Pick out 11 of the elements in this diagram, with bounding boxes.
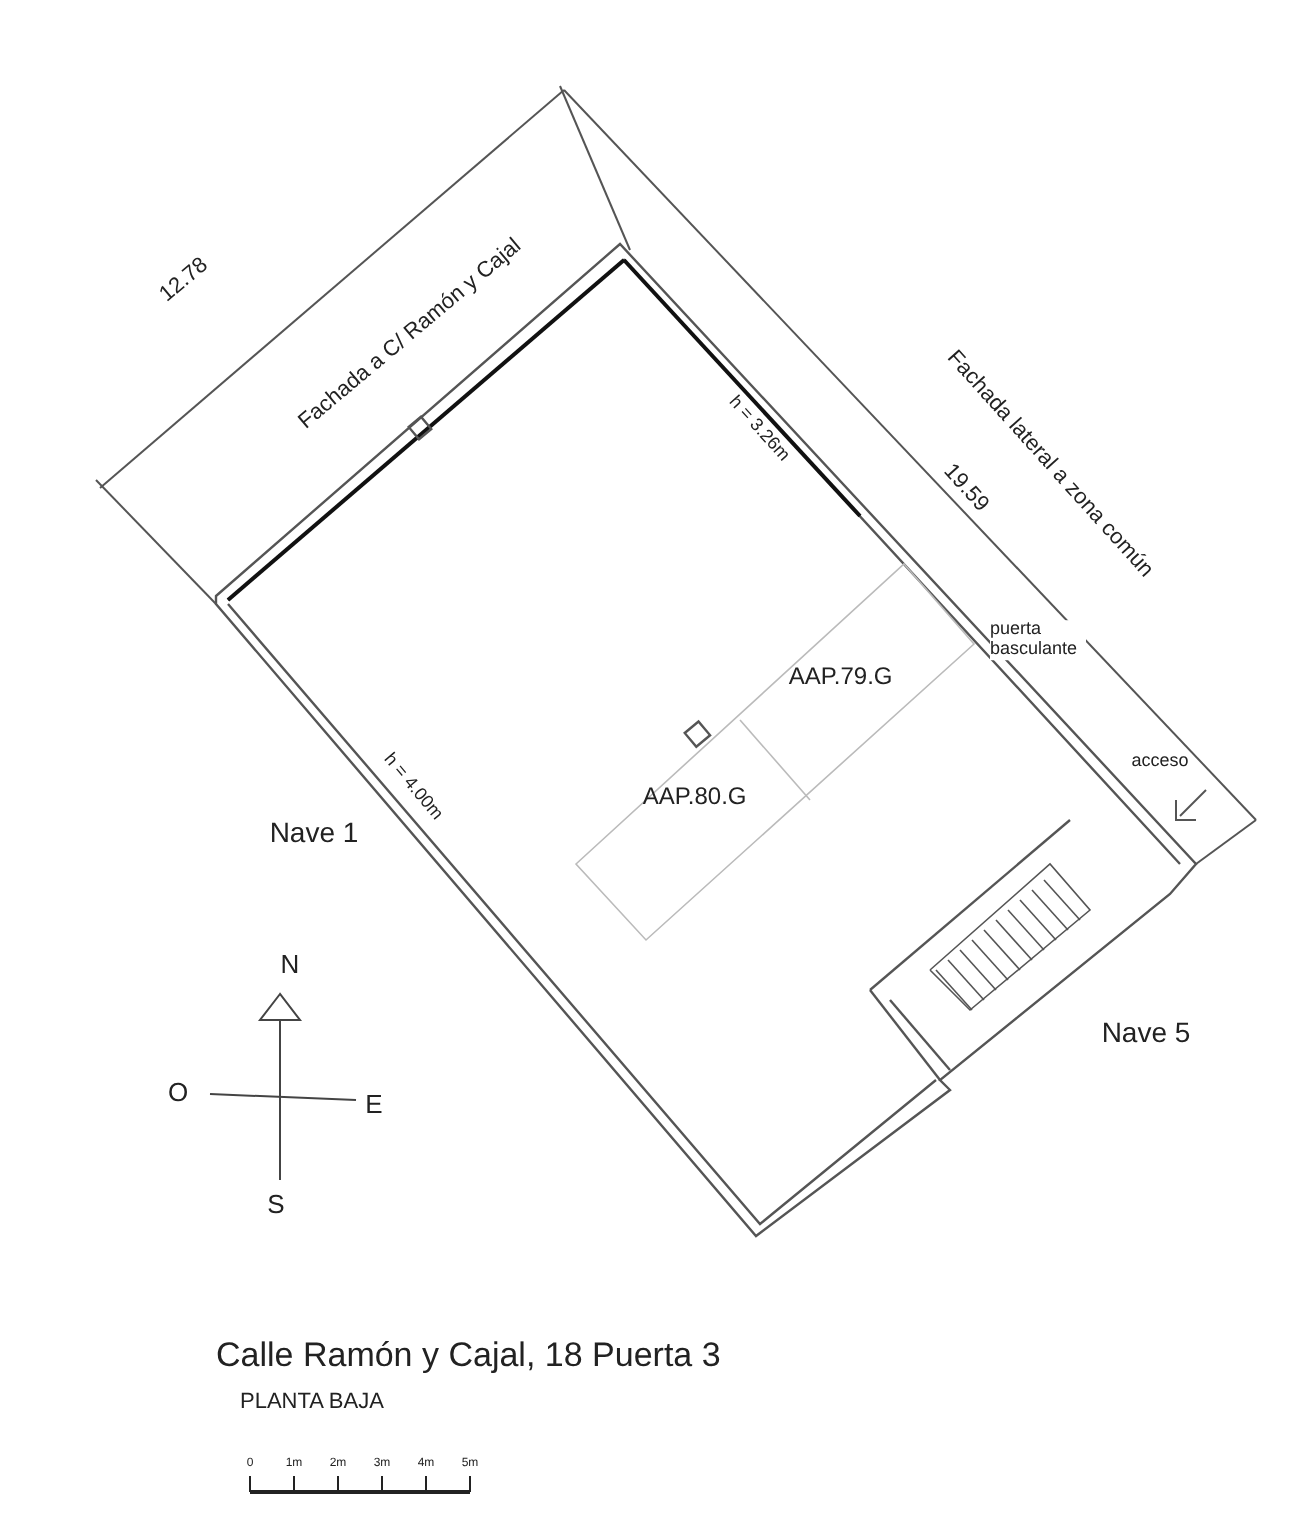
compass-label: N <box>280 949 300 979</box>
room-label: Nave 5 <box>1101 1016 1191 1048</box>
floor-caption: PLANTA BAJA <box>240 1390 384 1414</box>
door-label: puerta basculante <box>990 620 1086 660</box>
address-title: Calle Ramón y Cajal, 18 Puerta 3 <box>216 1336 721 1376</box>
access-label: acceso <box>1131 750 1189 770</box>
parking-space: AAP.79.G <box>721 559 959 789</box>
compass-label: E <box>365 1089 383 1119</box>
compass-label: O <box>167 1077 189 1107</box>
compass-label: S <box>267 1189 285 1219</box>
room-label: Nave 1 <box>269 816 359 848</box>
